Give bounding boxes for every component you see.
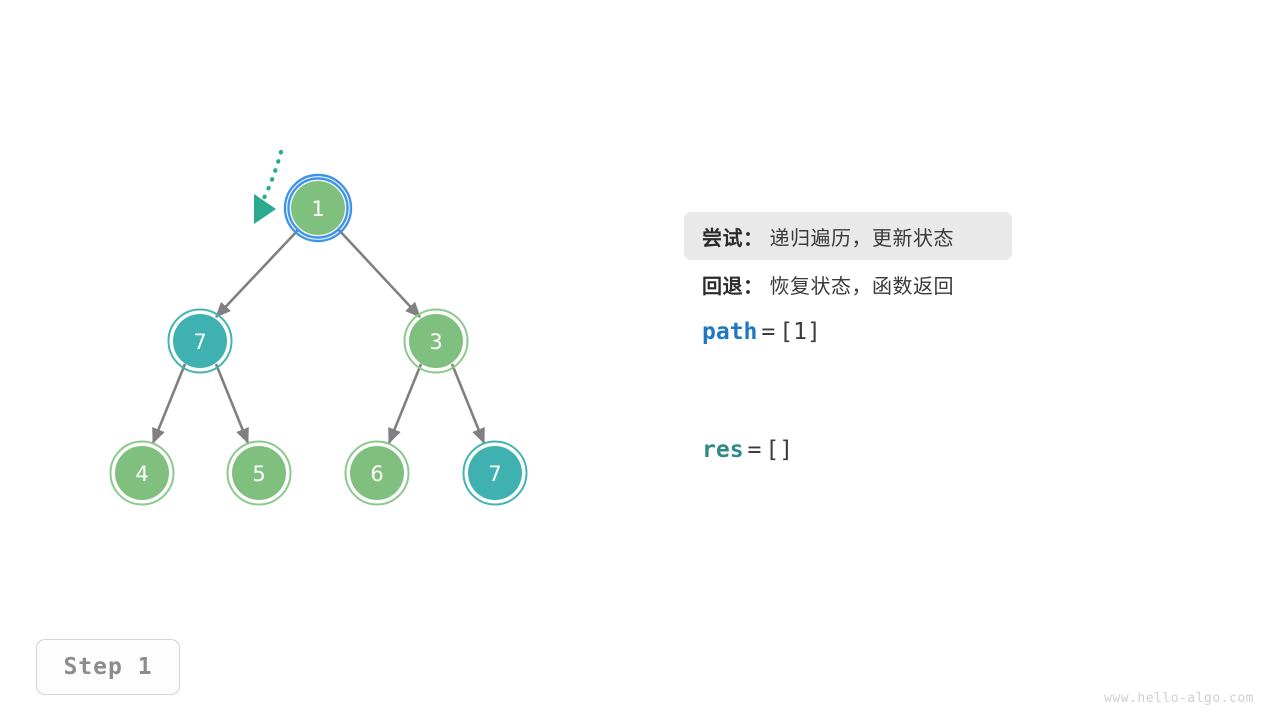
try-phase-row: 尝试： 递归遍历，更新状态 <box>684 212 1012 260</box>
edge-3-to-6 <box>387 363 423 444</box>
tree-node-7-right[interactable]: 7 <box>462 440 528 506</box>
node-4-circle <box>115 446 169 500</box>
tree-node-5[interactable]: 5 <box>226 440 292 506</box>
site-watermark: www.hello-algo.com <box>1104 691 1254 706</box>
node-6-ring <box>344 440 410 506</box>
res-variable-name: res <box>702 437 744 463</box>
tree-node-4[interactable]: 4 <box>109 440 175 506</box>
edge-7L-to-5 <box>214 363 250 444</box>
edge-1-to-7L <box>215 228 300 318</box>
node-3-ring <box>403 308 469 374</box>
backtrack-phase-row: 回退： 恢复状态，函数返回 <box>684 260 1204 308</box>
pointer-triangle-icon <box>254 194 276 224</box>
res-equals-sign: = <box>747 437 762 463</box>
node-7-left-circle <box>173 314 227 368</box>
try-phase-label: 尝试： <box>702 225 764 250</box>
tree-node-1[interactable]: 1 <box>283 173 353 243</box>
node-5-ring <box>226 440 292 506</box>
node-6-circle <box>350 446 404 500</box>
edge-7L-to-4 <box>151 363 187 444</box>
node-7-left-ring <box>167 308 233 374</box>
node-4-ring <box>109 440 175 506</box>
node-1-focus-ring-inner <box>287 177 349 239</box>
step-badge-label: Step 1 <box>63 654 153 680</box>
node-5-circle <box>232 446 286 500</box>
step-badge: Step 1 <box>36 639 180 695</box>
path-variable-row: path = [1] <box>684 308 1204 356</box>
path-equals-sign: = <box>761 319 776 345</box>
res-variable-value: [] <box>765 437 794 463</box>
node-3-circle <box>409 314 463 368</box>
try-phase-text: 递归遍历，更新状态 <box>769 225 954 250</box>
path-variable-name: path <box>702 319 758 345</box>
node-1-circle <box>291 181 345 235</box>
backtrack-phase-label: 回退： <box>702 273 764 298</box>
edge-1-to-3 <box>337 228 421 318</box>
path-variable-value: [1] <box>779 319 821 345</box>
node-7-right-ring <box>462 440 528 506</box>
state-info-panel: 尝试： 递归遍历，更新状态 回退： 恢复状态，函数返回 path = [1] r… <box>684 212 1204 474</box>
current-node-pointer <box>254 149 284 224</box>
tree-edges <box>151 228 486 444</box>
tree-node-6[interactable]: 6 <box>344 440 410 506</box>
pointer-dotted-trail <box>261 149 284 201</box>
backtrack-phase-text: 恢复状态，函数返回 <box>769 273 954 298</box>
edge-3-to-7R <box>450 363 486 444</box>
node-7-right-circle <box>468 446 522 500</box>
res-variable-row: res = [] <box>684 426 1204 474</box>
tree-node-3[interactable]: 3 <box>403 308 469 374</box>
node-1-focus-ring-outer <box>283 173 353 243</box>
tree-node-7-left[interactable]: 7 <box>167 308 233 374</box>
